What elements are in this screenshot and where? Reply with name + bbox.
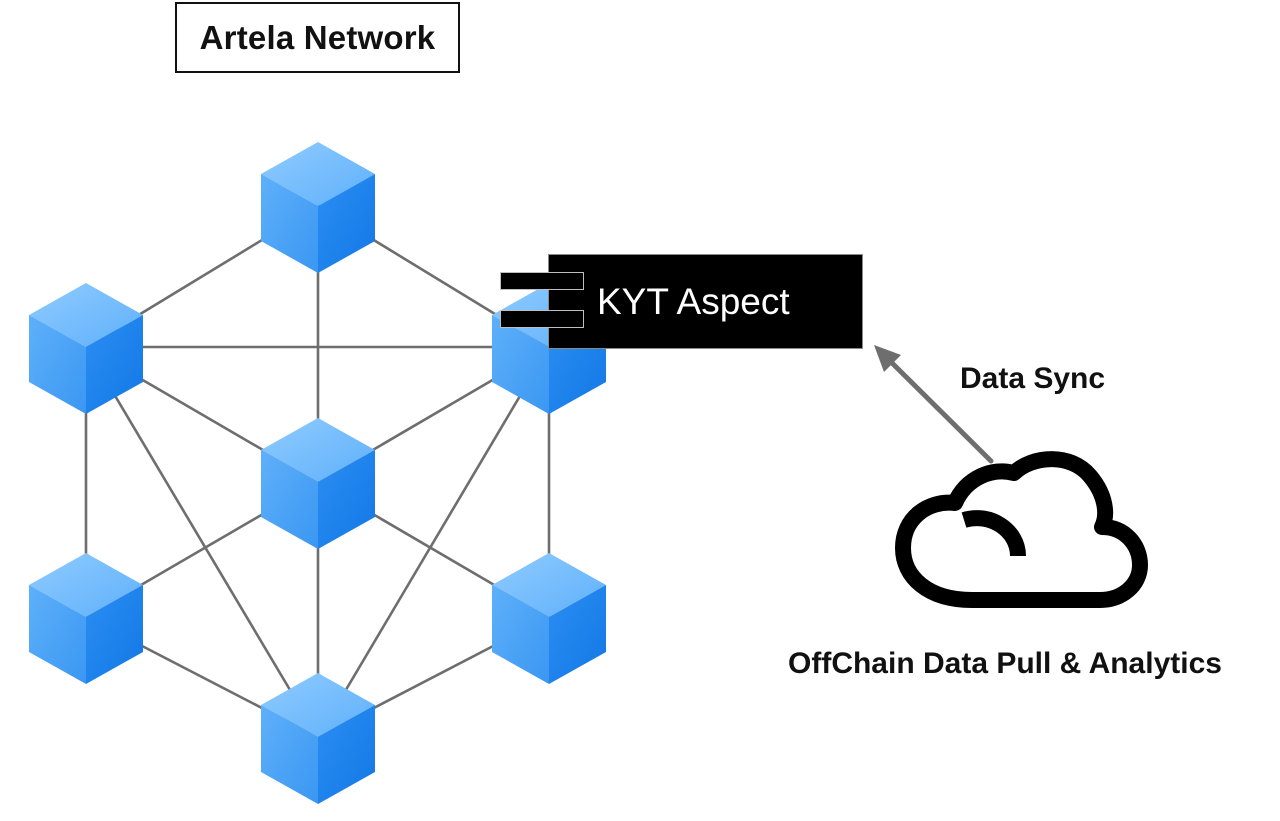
cube-face-left bbox=[29, 315, 86, 414]
data-sync-arrow bbox=[874, 345, 994, 464]
node-cube-lower-right bbox=[492, 553, 606, 684]
network-nodes bbox=[29, 142, 606, 804]
node-cube-bottom bbox=[261, 673, 375, 804]
node-cube-center bbox=[261, 418, 375, 549]
cube-face-right bbox=[318, 174, 375, 273]
node-cube-upper-left bbox=[29, 283, 143, 414]
network-edge-upper-right-bottom bbox=[316, 346, 551, 738]
kyt-aspect-box bbox=[548, 254, 863, 349]
cube-face-left bbox=[261, 450, 318, 549]
cube-face-left bbox=[261, 705, 318, 804]
cube-face-left bbox=[261, 174, 318, 273]
node-cube-top bbox=[261, 142, 375, 273]
cube-face-right bbox=[318, 450, 375, 549]
cloud-icon bbox=[895, 451, 1148, 608]
cube-face-left bbox=[492, 315, 549, 414]
cube-face-right bbox=[318, 705, 375, 804]
cube-face-left bbox=[492, 585, 549, 684]
cube-face-left bbox=[29, 585, 86, 684]
network-edge-upper-left-bottom bbox=[84, 346, 320, 738]
node-cube-lower-left bbox=[29, 553, 143, 684]
cube-face-right bbox=[86, 315, 143, 414]
component-tab-bottom bbox=[500, 310, 584, 328]
network-title: Artela Network bbox=[175, 2, 460, 73]
cube-face-right bbox=[86, 585, 143, 684]
cube-face-right bbox=[549, 585, 606, 684]
offchain-label: OffChain Data Pull & Analytics bbox=[788, 647, 1222, 680]
component-tab-top bbox=[500, 272, 584, 290]
kyt-aspect-label: KYT Aspect bbox=[597, 281, 790, 322]
data-sync-label: Data Sync bbox=[960, 362, 1106, 395]
